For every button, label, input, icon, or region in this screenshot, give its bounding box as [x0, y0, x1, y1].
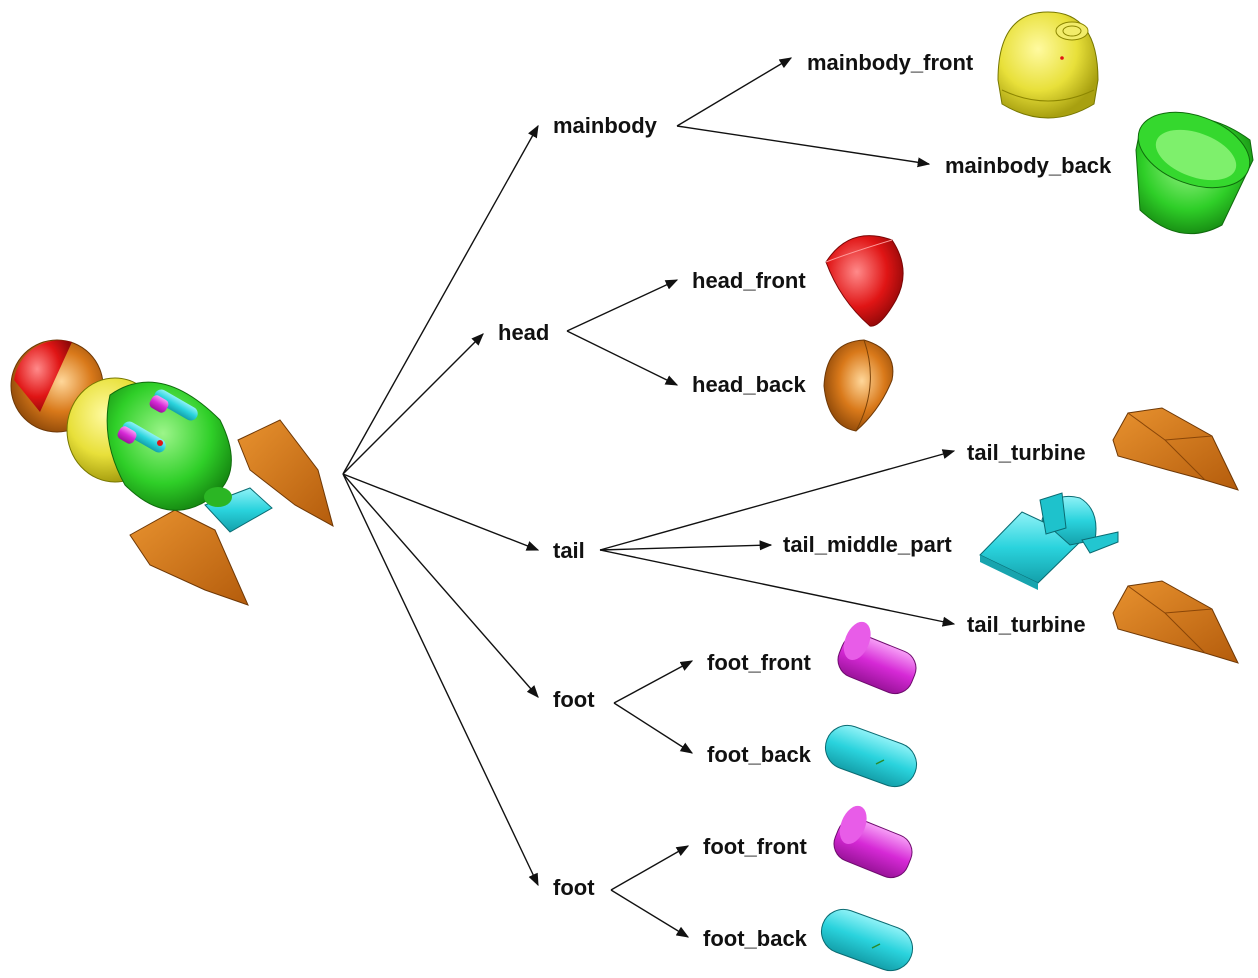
foot-front-part-image-1 — [837, 621, 917, 695]
edge-root-foot-2 — [342, 473, 539, 887]
edge-foot-1-front — [613, 660, 694, 704]
head-back-part-image — [823, 339, 894, 432]
edge-mainbody-back — [676, 125, 931, 168]
node-tail-turbine-2: tail_turbine — [967, 612, 1086, 637]
edge-root-tail — [342, 473, 540, 551]
edge-head-back — [566, 330, 679, 386]
node-mainbody: mainbody — [553, 113, 658, 138]
node-foot-1-front: foot_front — [707, 650, 812, 675]
node-foot-1: foot — [553, 687, 595, 712]
edge-tail-middle — [599, 540, 773, 551]
tail-turbine-part-image-2 — [1112, 580, 1239, 664]
edge-root-head — [342, 333, 484, 475]
edge-tail-turbine-2 — [599, 549, 956, 627]
edge-tail-turbine-1 — [599, 449, 956, 551]
head-front-part-image — [825, 235, 904, 327]
mainbody-front-part-image — [997, 11, 1099, 119]
foot-front-part-image-2 — [833, 805, 913, 879]
node-tail-turbine-1: tail_turbine — [967, 440, 1086, 465]
node-foot-2: foot — [553, 875, 595, 900]
node-tail-middle-part: tail_middle_part — [783, 532, 952, 557]
tail-middle-part-image — [979, 492, 1119, 590]
edge-foot-2-back — [610, 889, 690, 938]
edge-foot-1-back — [613, 702, 694, 754]
edge-root-foot-1 — [342, 473, 539, 698]
edges — [342, 57, 956, 938]
edge-foot-2-front — [610, 845, 690, 891]
node-head-back: head_back — [692, 372, 806, 397]
tail-turbine-part-image-1 — [1112, 407, 1239, 491]
mainbody-back-part-image — [1135, 111, 1254, 235]
node-head-front: head_front — [692, 268, 806, 293]
labels: mainbody mainbody_front mainbody_back he… — [498, 50, 1112, 951]
robot-assembly-image — [10, 339, 334, 606]
foot-back-part-image-2 — [821, 908, 913, 972]
node-tail: tail — [553, 538, 585, 563]
node-foot-2-back: foot_back — [703, 926, 808, 951]
foot-back-part-image-1 — [825, 724, 917, 788]
node-foot-1-back: foot_back — [707, 742, 812, 767]
edge-head-front — [566, 279, 679, 332]
node-head: head — [498, 320, 549, 345]
edge-root-mainbody — [342, 124, 539, 475]
edge-mainbody-front — [676, 57, 793, 127]
node-mainbody-front: mainbody_front — [807, 50, 974, 75]
node-foot-2-front: foot_front — [703, 834, 808, 859]
node-mainbody-back: mainbody_back — [945, 153, 1112, 178]
